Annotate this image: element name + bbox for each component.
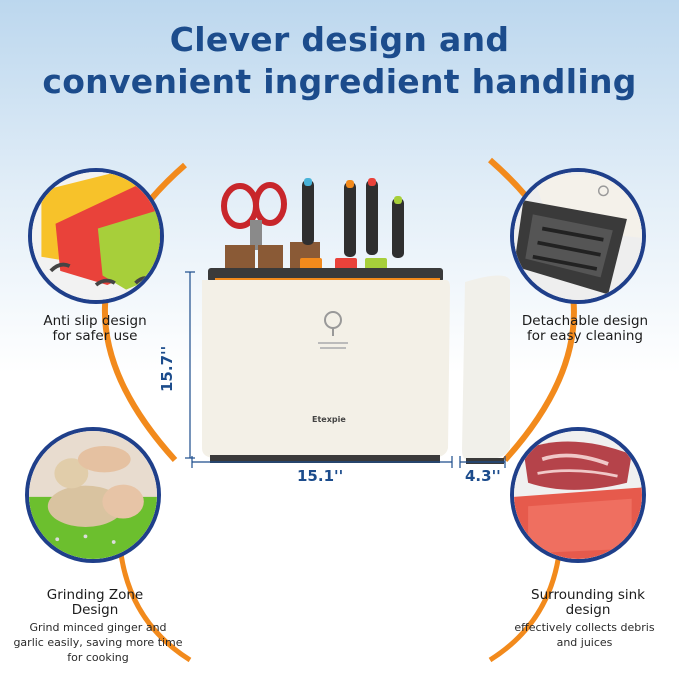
- feature-image-detachable: [510, 168, 646, 304]
- feature-title-grinding-zone: Grinding Zone Design: [15, 588, 175, 618]
- brand-logo: Etexpie: [312, 415, 346, 424]
- feature-title-line: for easy cleaning: [527, 328, 643, 344]
- page-title-line-2: convenient ingredient handling: [42, 62, 637, 101]
- meat-on-board-icon: [514, 431, 642, 559]
- feature-desc-sink: effectively collects debris and juices: [490, 620, 679, 650]
- feature-desc-line: garlic easily, saving more time: [13, 636, 183, 649]
- ginger-icon: [29, 431, 157, 559]
- feature-title-line: Detachable design: [521, 313, 649, 329]
- feature-desc-line: and juices: [556, 636, 613, 649]
- width-dimension-label: 15.1'': [297, 467, 344, 485]
- depth-dimension-label: 4.3'': [465, 467, 501, 485]
- feature-desc-line: for cooking: [67, 651, 129, 664]
- page-title-line-1: Clever design and: [169, 20, 510, 59]
- knife-block-product-image: [202, 178, 510, 464]
- feature-image-sink: [510, 427, 646, 563]
- feature-title-line: Design: [71, 602, 119, 618]
- cutting-boards-icon: [32, 172, 160, 300]
- feature-title-line: for safer use: [52, 328, 138, 344]
- height-dimension-label: 15.7'': [158, 345, 176, 392]
- feature-title-line: Grinding Zone: [46, 587, 144, 603]
- feature-desc-grinding-zone: Grind minced ginger and garlic easily, s…: [0, 620, 196, 665]
- feature-desc-line: Grind minced ginger and: [29, 621, 167, 634]
- feature-title-line: Surrounding sink: [531, 587, 645, 603]
- feature-title-line: Anti slip design: [43, 313, 147, 329]
- detachable-rack-icon: [514, 172, 642, 300]
- feature-title-line: design: [565, 602, 611, 618]
- feature-desc-line: effectively collects debris: [514, 621, 655, 634]
- feature-title-detachable: Detachable design for easy cleaning: [505, 314, 665, 344]
- feature-image-grinding-zone: [25, 427, 161, 563]
- scissors-icon: [221, 182, 287, 250]
- feature-image-anti-slip: [28, 168, 164, 304]
- feature-title-sink: Surrounding sink design: [498, 588, 678, 618]
- knives-icon: [302, 178, 404, 258]
- feature-title-anti-slip: Anti slip design for safer use: [20, 314, 170, 344]
